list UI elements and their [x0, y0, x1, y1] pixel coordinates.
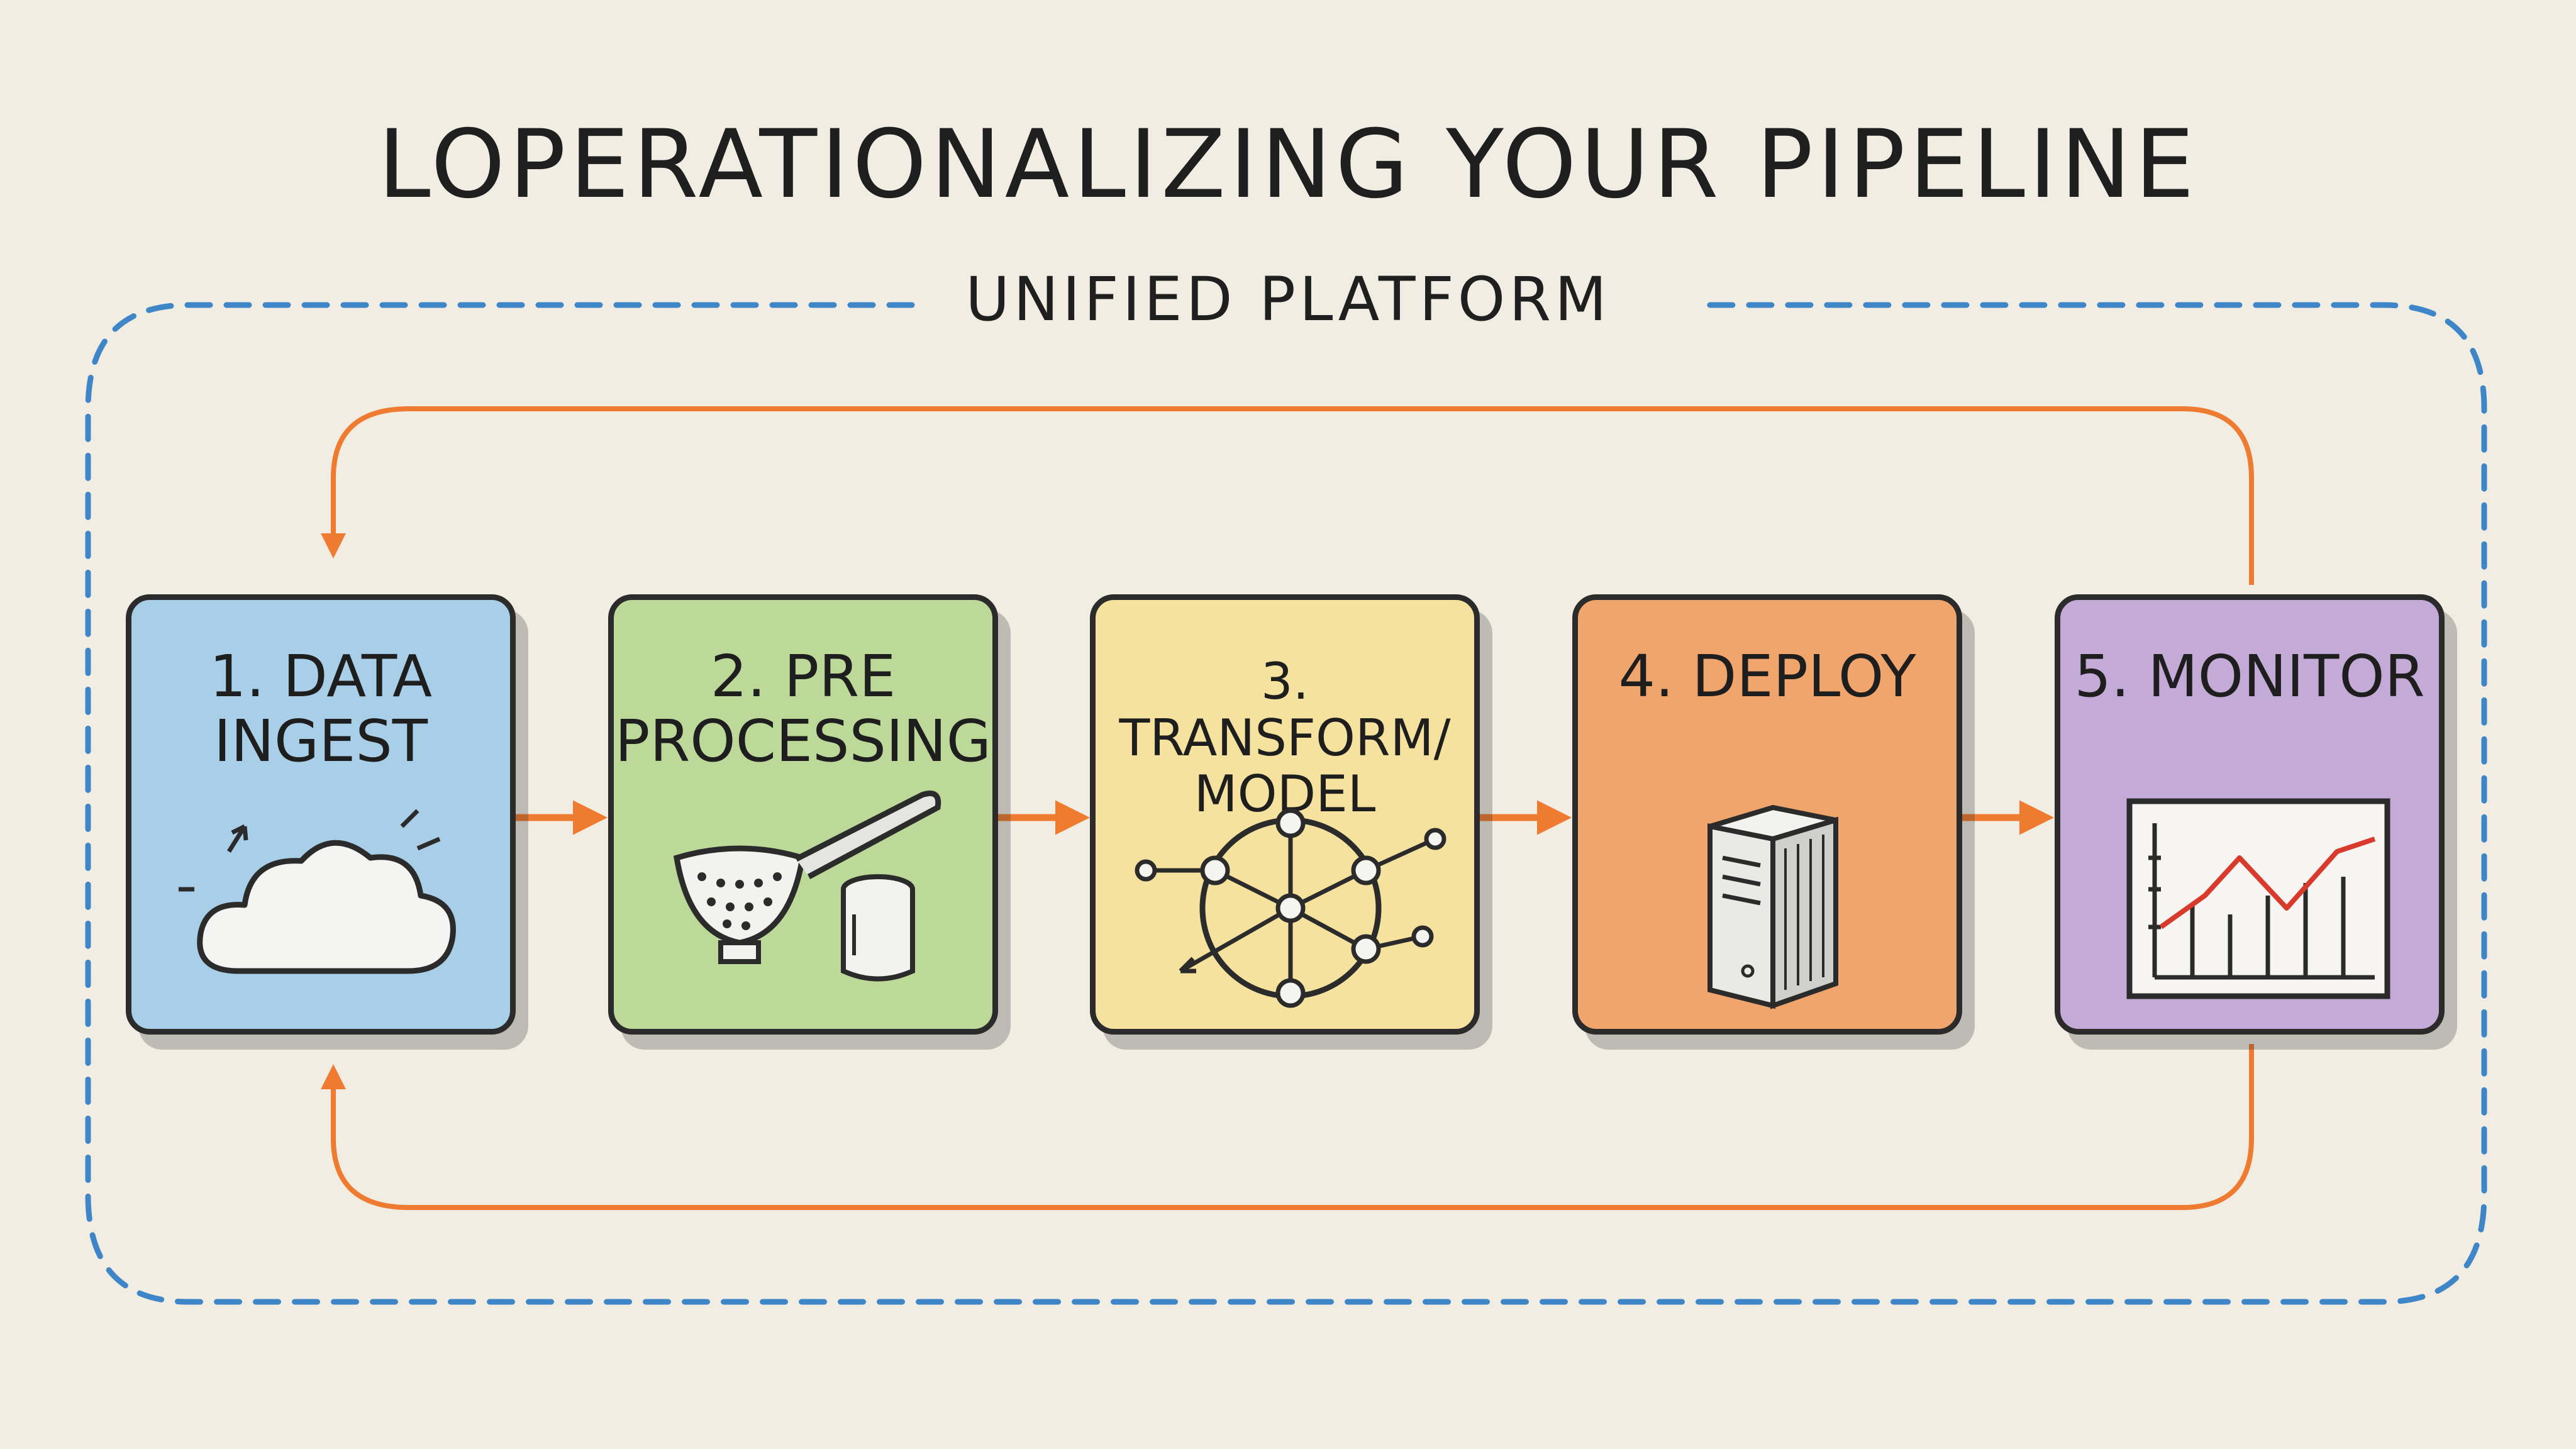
- server-icon: [1707, 804, 1838, 1009]
- step-data-ingest: 1. DATA INGEST: [126, 594, 516, 1035]
- feedback-arrow-bottom: [321, 1044, 2254, 1210]
- step-preprocessing: 2. PRE PROCESSING: [608, 594, 998, 1035]
- step-label: 3. TRANSFORM/ MODEL: [1119, 652, 1451, 824]
- step-label: 4. DEPLOY: [1618, 643, 1916, 710]
- step-label: 5. MONITOR: [2074, 643, 2425, 710]
- platform-boundary: [85, 302, 2487, 1305]
- strainer-icon: [673, 791, 941, 982]
- step-label: 1. DATA INGEST: [209, 643, 433, 775]
- subtitle-background: [931, 264, 1660, 346]
- feedback-arrow-top: [321, 406, 2254, 585]
- line-chart-icon: [2126, 798, 2390, 999]
- cloud-icon: [179, 809, 456, 974]
- diagram-title: LOPERATIONALIZING YOUR PIPELINE: [377, 110, 2199, 219]
- step-monitor: 5. MONITOR: [2055, 594, 2445, 1035]
- step-transform-model: 3. TRANSFORM/ MODEL: [1090, 594, 1480, 1035]
- step-deploy: 4. DEPLOY: [1572, 594, 1962, 1035]
- step-label: 2. PRE PROCESSING: [614, 643, 992, 775]
- network-icon: [1135, 808, 1446, 1008]
- diagram-subtitle: UNIFIED PLATFORM: [965, 264, 1611, 335]
